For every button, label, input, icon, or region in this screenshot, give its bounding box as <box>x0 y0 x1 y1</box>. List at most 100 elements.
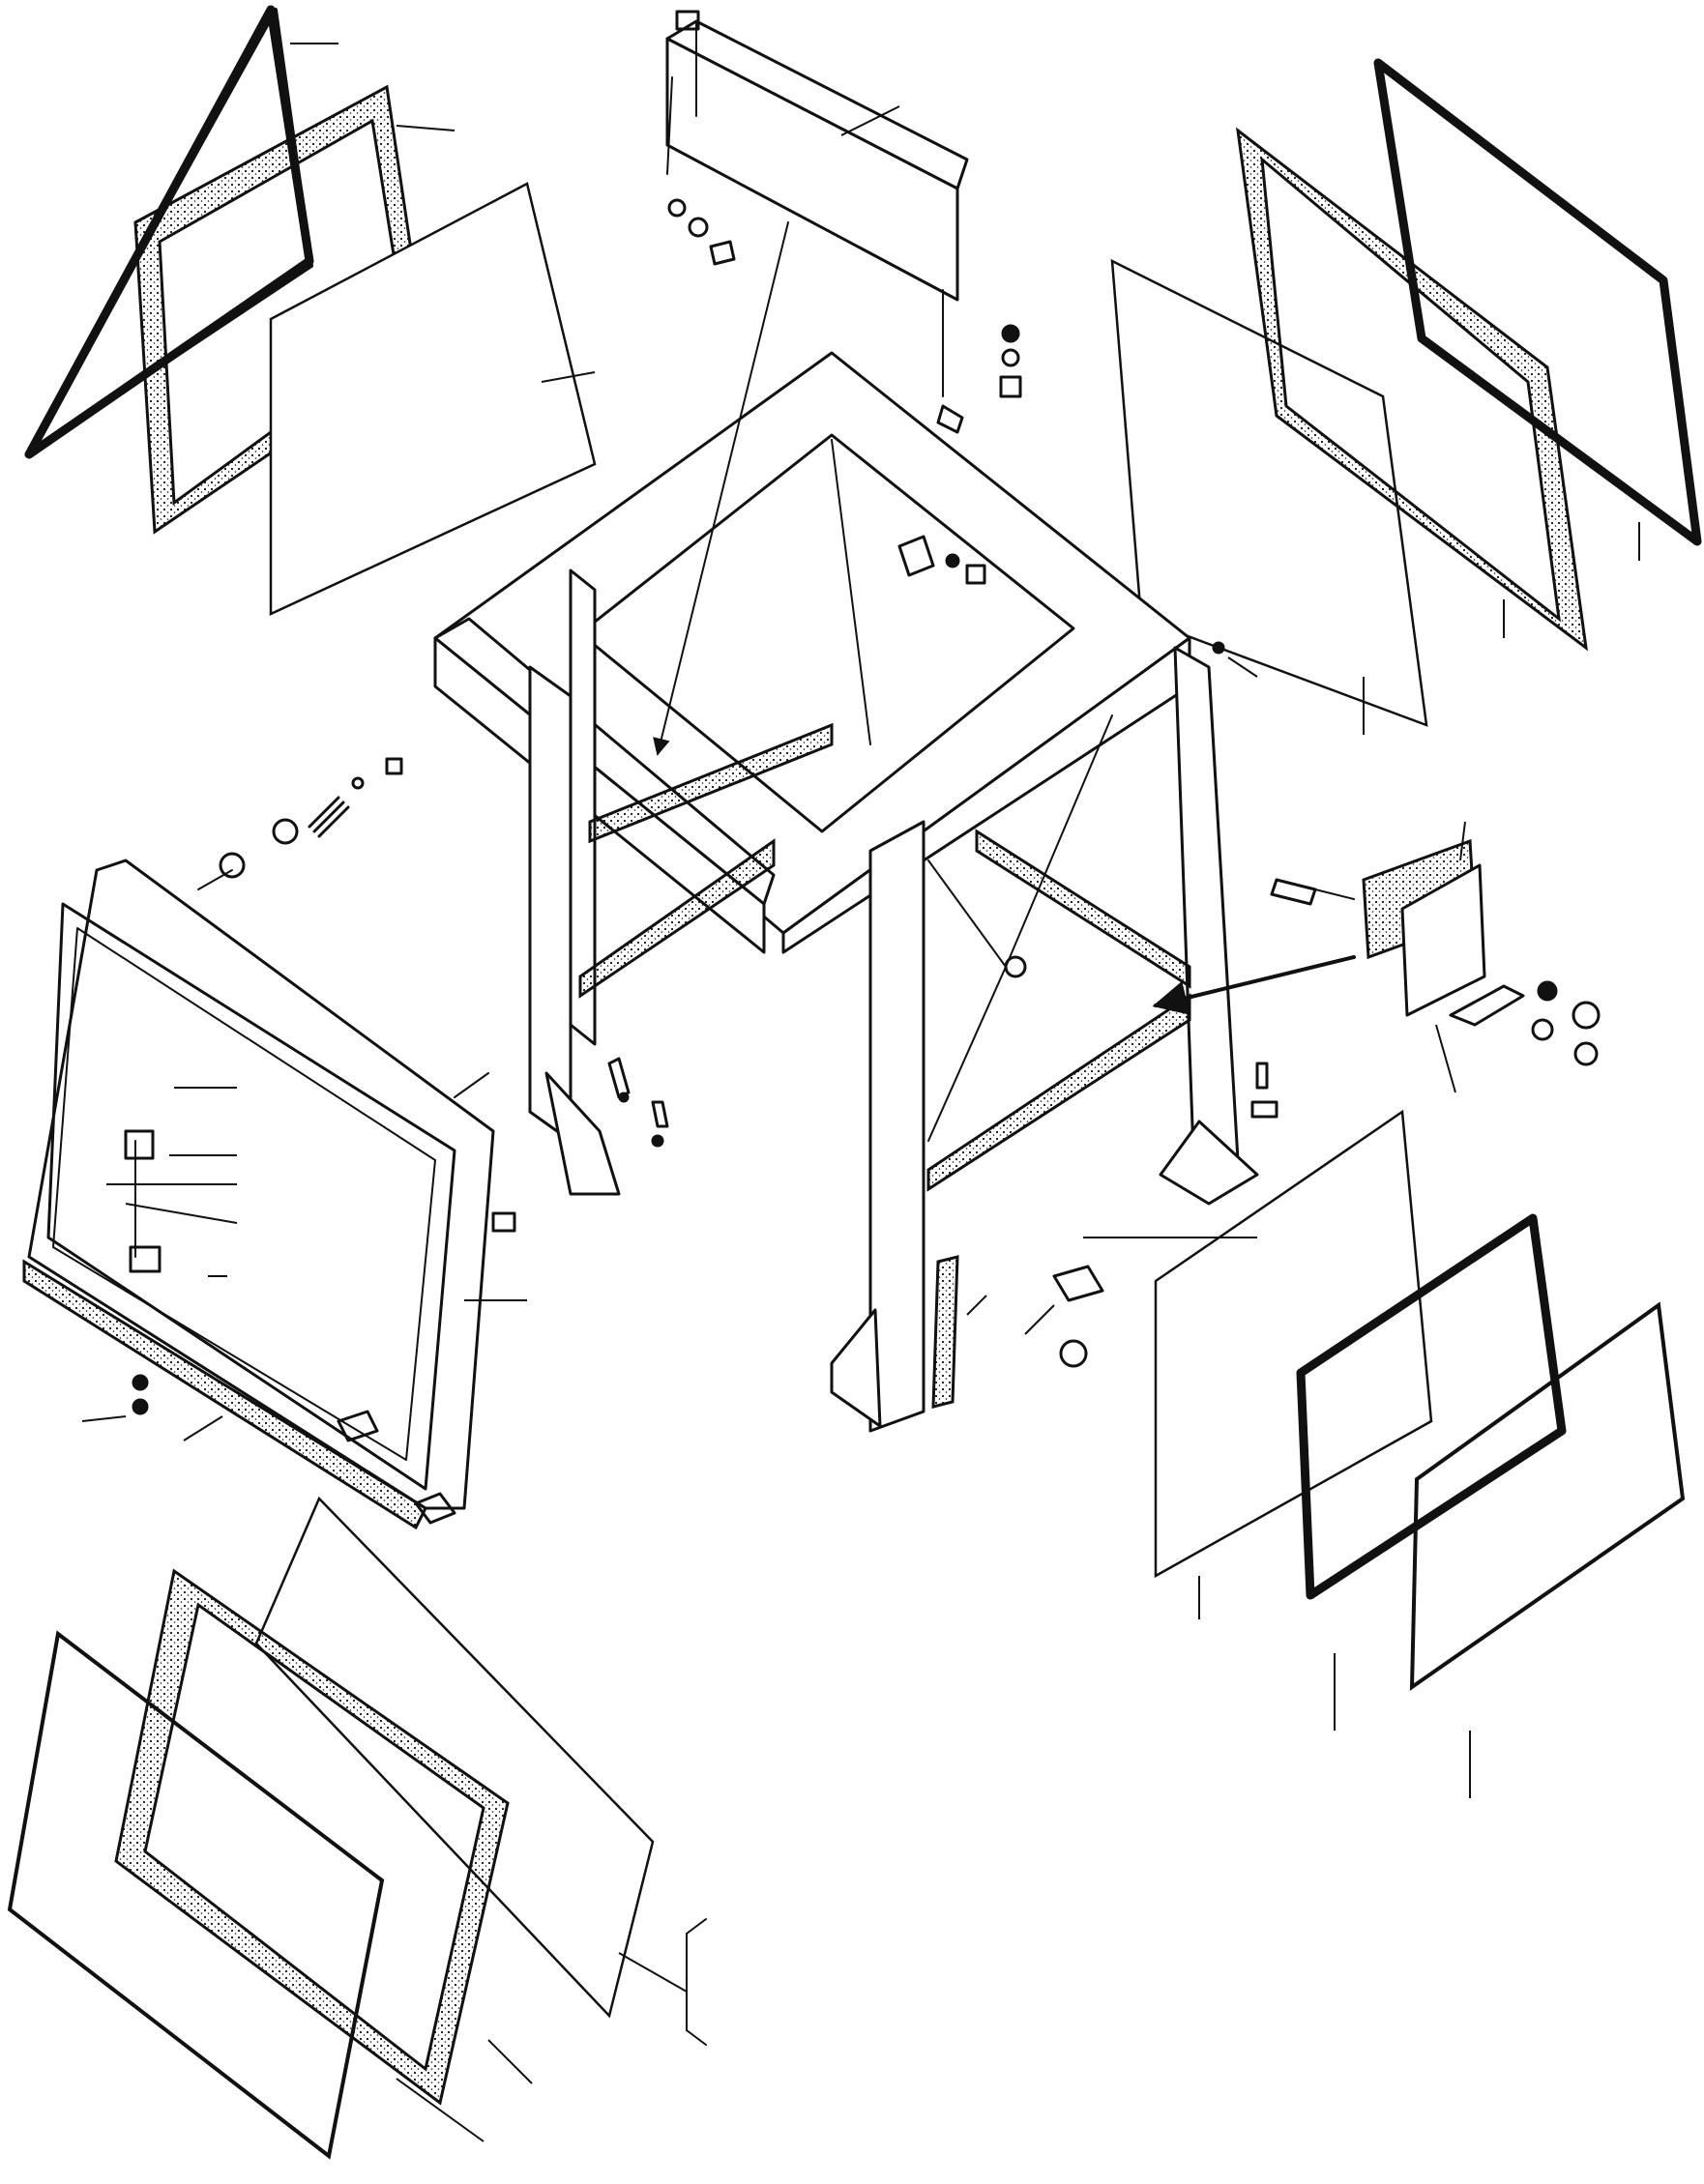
bolt-icon <box>651 1100 669 1128</box>
frame-foot-plate <box>830 1308 882 1428</box>
washer-icon <box>667 198 687 218</box>
frame-cross-member <box>975 829 1191 989</box>
window-stippled-frame <box>114 1568 510 2106</box>
leader-line <box>840 105 900 136</box>
nut-icon <box>1573 1041 1599 1066</box>
hardware-center <box>607 1057 1278 1409</box>
window-glass-pane <box>1110 258 1428 727</box>
leader-line <box>1024 1304 1055 1335</box>
leader-line <box>487 2039 533 2084</box>
washer-icon <box>132 1398 149 1415</box>
frame-cross-member <box>588 722 834 844</box>
bolt-icon <box>945 553 960 568</box>
beam-rod <box>666 76 673 175</box>
plate-icon <box>1052 1265 1104 1302</box>
leader-line <box>396 125 455 131</box>
leader-line <box>1435 1024 1456 1093</box>
bolt-icon <box>1212 641 1225 655</box>
window-glass-pane <box>269 182 597 616</box>
nut-icon <box>1059 1339 1088 1368</box>
frame-post-center-front <box>868 820 925 1433</box>
bolt-icon <box>1004 955 1027 978</box>
bolt-icon <box>385 757 403 775</box>
door-stop-icon <box>491 1211 516 1233</box>
leader-line <box>1227 656 1258 678</box>
window-group-bottom-left <box>7 1496 707 2160</box>
frame-post-left-front <box>528 665 573 1143</box>
door-assembly-left <box>22 757 527 1530</box>
window-group-top-right <box>1110 58 1702 735</box>
frame-foot-plate <box>1159 1120 1259 1206</box>
leader-line <box>125 1203 238 1224</box>
window-outer-seal <box>1373 58 1702 546</box>
washer-icon <box>651 1134 664 1148</box>
bolt-icon <box>709 240 736 266</box>
bolt-icon <box>965 564 986 585</box>
bolt-shaft <box>1314 888 1355 900</box>
rod-icon <box>931 1255 959 1409</box>
window-group-lower-right <box>1154 1109 1686 1798</box>
washer-icon <box>1531 1018 1554 1041</box>
beam-end-cap <box>675 10 700 31</box>
spring-icon <box>308 796 350 838</box>
leader-line <box>81 1415 127 1422</box>
arrow-icon <box>1152 955 1356 1015</box>
top-beam-assembly <box>665 10 1022 434</box>
door-latch-icon <box>124 1129 155 1160</box>
window-glass-pane <box>1154 1109 1433 1579</box>
hinge-bracket-tab <box>1449 984 1525 1027</box>
leader-line <box>541 371 596 383</box>
top-beam-face <box>665 37 959 302</box>
washer-icon <box>688 217 709 238</box>
leader-line <box>183 1415 223 1441</box>
door-bottom-rail <box>22 1259 427 1530</box>
frame-post-right <box>1173 646 1240 1181</box>
frame-diagonal <box>927 966 1007 1142</box>
leader-line <box>966 1295 987 1316</box>
leader-line <box>1459 821 1466 861</box>
hinge-bracket-right <box>1270 821 1601 1093</box>
window-outer-seal-frame <box>27 8 313 456</box>
washer-icon <box>219 852 246 879</box>
window-outer-seal <box>1296 1213 1567 1600</box>
door-inner-panel <box>52 927 436 1461</box>
bolt-icon <box>1255 1062 1269 1090</box>
frame-diagonal <box>831 439 871 745</box>
bolt-icon <box>999 375 1022 398</box>
leader-line <box>618 1952 688 1993</box>
bracket-icon <box>936 404 964 434</box>
nut-icon <box>1537 980 1558 1002</box>
hinge-bracket <box>1400 863 1486 1017</box>
door-hinge-pin <box>454 1072 489 1098</box>
bracket-icon <box>897 535 935 577</box>
main-cab-frame <box>433 221 1356 1433</box>
door-stop-icon <box>414 1492 456 1525</box>
washer-icon <box>132 1374 149 1391</box>
frame-post-left-rear <box>569 568 597 1046</box>
window-inner-seal <box>1409 1301 1686 1691</box>
bracket-icon <box>1250 1100 1278 1119</box>
frame-diagonal <box>1005 714 1113 968</box>
bracket-callout <box>686 1918 707 2046</box>
window-glass-pane <box>254 1496 655 2019</box>
bolt-icon <box>1270 878 1317 906</box>
washer-icon <box>272 818 299 845</box>
frame-cross-member <box>926 993 1191 1192</box>
frame-cross-member <box>578 838 776 999</box>
washer-icon <box>1001 348 1020 367</box>
washer-icon <box>351 776 365 790</box>
door-handle-icon <box>129 1245 162 1273</box>
frame-diagonal <box>927 859 1007 968</box>
door-handle-icon <box>337 1410 379 1442</box>
leader-line <box>396 2078 485 2142</box>
window-outer-seal <box>7 1630 385 2160</box>
door-hinge-pin <box>197 869 233 890</box>
washer-icon <box>618 1092 630 1103</box>
window-stippled-frame <box>1236 127 1588 652</box>
frame-foot-plate <box>544 1071 621 1196</box>
bolt-icon <box>607 1057 631 1099</box>
nut-icon <box>1572 1001 1601 1030</box>
door-frame <box>27 859 495 1510</box>
window-group-top-left <box>24 5 597 616</box>
